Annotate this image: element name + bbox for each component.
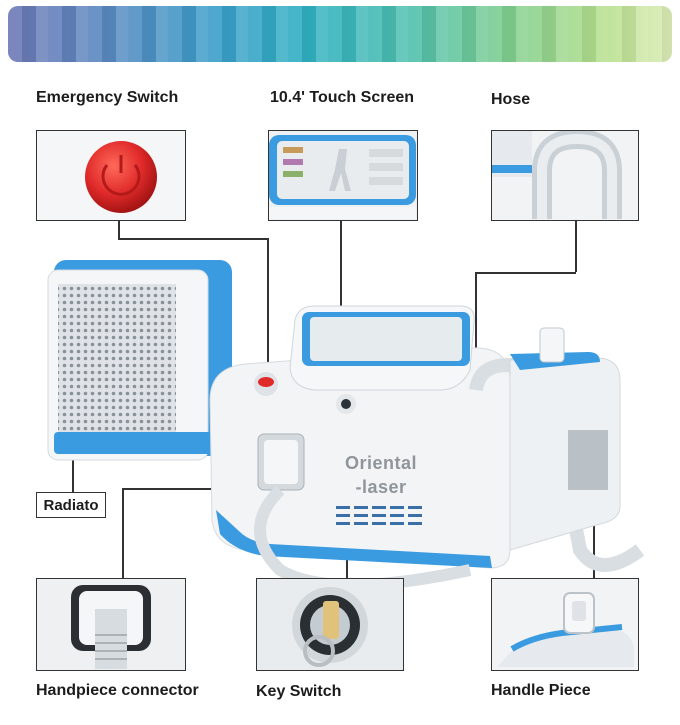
- label-key-switch: Key Switch: [256, 683, 342, 700]
- detail-handle-piece: [491, 578, 639, 671]
- emergency-button-icon: [85, 141, 157, 213]
- callout-line: [122, 488, 124, 580]
- detail-handpiece-connector: [36, 578, 186, 671]
- label-handpiece-connector: Handpiece connector: [36, 682, 199, 699]
- callout-line: [575, 220, 577, 272]
- label-handle-piece: Handle Piece: [491, 682, 591, 699]
- connector-icon: [71, 585, 151, 669]
- callout-line: [340, 220, 342, 345]
- callout-line: [267, 238, 269, 378]
- brand-line-1: Oriental: [344, 453, 418, 473]
- callout-line: [72, 448, 74, 492]
- detail-hose: [491, 130, 639, 221]
- handle-piece-icon: [498, 592, 634, 667]
- touch-screen-icon: [269, 135, 416, 219]
- callout-line: [475, 272, 477, 377]
- key-switch-icon: [292, 587, 368, 667]
- device-brand-text: Oriental -laser: [343, 451, 419, 499]
- hose-icon: [492, 131, 622, 219]
- brand-line-2: -laser: [355, 477, 407, 497]
- detail-key-switch: [256, 578, 404, 671]
- detail-touch-screen: [268, 130, 418, 221]
- header-color-banner: [8, 6, 672, 62]
- label-radiato: Radiato: [36, 492, 106, 518]
- callout-line: [122, 488, 272, 490]
- label-emergency-switch: Emergency Switch: [36, 89, 179, 106]
- callout-line: [118, 220, 120, 238]
- label-hose: Hose: [491, 91, 531, 108]
- callout-line: [118, 238, 268, 240]
- detail-emergency-switch: [36, 130, 186, 221]
- callout-line: [475, 272, 576, 274]
- label-touch-screen: 10.4' Touch Screen: [270, 89, 415, 106]
- laser-device-illustration: [47, 260, 645, 590]
